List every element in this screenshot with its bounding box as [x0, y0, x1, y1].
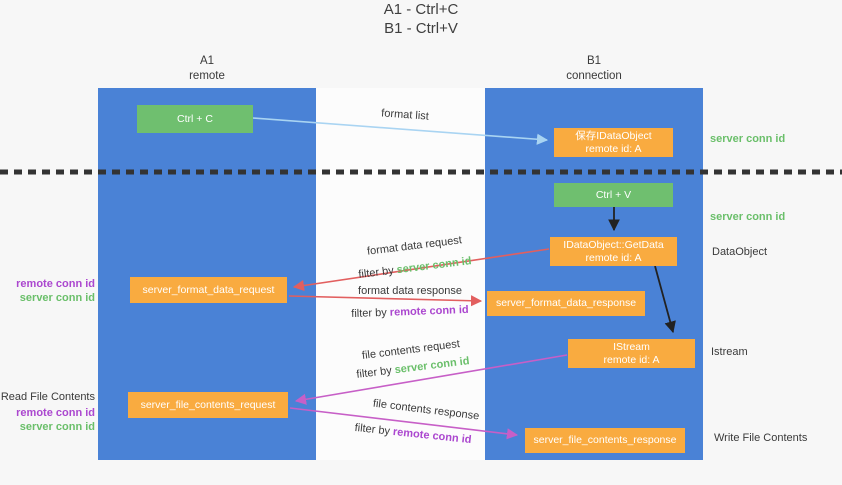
label-remote-conn-id-2: remote conn id [16, 407, 95, 419]
lane-b1-role: connection [566, 70, 622, 82]
label-read-file-contents: Read File Contents [0, 391, 95, 403]
label-format-data-response: format data response [358, 285, 462, 297]
label-dataobject: DataObject [712, 246, 768, 258]
node-save-idataobject: 保存IDataObject remote id: A [554, 128, 673, 157]
node-ctrl-c: Ctrl + C [137, 105, 253, 133]
node-istream-line2: remote id: A [603, 353, 660, 366]
label-server-conn-id-1: server conn id [19, 292, 95, 304]
node-server-format-data-request: server_format_data_request [130, 277, 287, 303]
label-istream: Istream [711, 346, 748, 358]
filter-by-prefix-2: filter by [351, 306, 391, 321]
node-server-format-data-request-label: server_format_data_request [142, 283, 275, 296]
node-server-file-contents-request: server_file_contents_request [128, 392, 288, 418]
title-line-1: A1 - Ctrl+C [383, 1, 459, 18]
node-ctrl-c-label: Ctrl + C [177, 112, 213, 125]
lane-header-b1: B1 connection [485, 54, 703, 84]
node-save-idataobject-line2: remote id: A [585, 142, 642, 155]
node-save-idataobject-line1: 保存IDataObject [575, 129, 652, 142]
node-ctrl-v: Ctrl + V [554, 183, 673, 207]
lane-header-a1: A1 remote [98, 54, 316, 84]
lane-a1-name: A1 [199, 55, 215, 67]
node-server-file-contents-request-label: server_file_contents_request [140, 398, 276, 411]
label-server-conn-id-mid-right: server conn id [710, 211, 786, 223]
node-istream-line1: IStream [613, 340, 650, 353]
filter-by-key-2: remote conn id [389, 303, 469, 319]
label-write-file-contents: Write File Contents [714, 432, 808, 444]
node-getdata-line1: IDataObject::GetData [563, 238, 664, 251]
lane-a1-role: remote [189, 70, 225, 82]
node-ctrl-v-label: Ctrl + V [595, 188, 632, 201]
node-server-file-contents-response: server_file_contents_response [525, 428, 685, 453]
node-istream: IStream remote id: A [568, 339, 695, 368]
node-getdata: IDataObject::GetData remote id: A [550, 237, 677, 266]
title-line-2: B1 - Ctrl+V [384, 20, 458, 37]
node-server-file-contents-response-label: server_file_contents_response [533, 434, 677, 446]
label-server-conn-id-top-right: server conn id [710, 133, 786, 145]
label-server-conn-id-2: server conn id [19, 421, 95, 433]
node-server-format-data-response-label: server_format_data_response [495, 297, 637, 309]
diagram-title: A1 - Ctrl+C B1 - Ctrl+V [0, 0, 842, 38]
node-getdata-line2: remote id: A [585, 251, 642, 264]
label-remote-conn-id-1: remote conn id [16, 278, 95, 290]
node-server-format-data-response: server_format_data_response [487, 291, 645, 316]
lane-b1-name: B1 [586, 55, 602, 67]
